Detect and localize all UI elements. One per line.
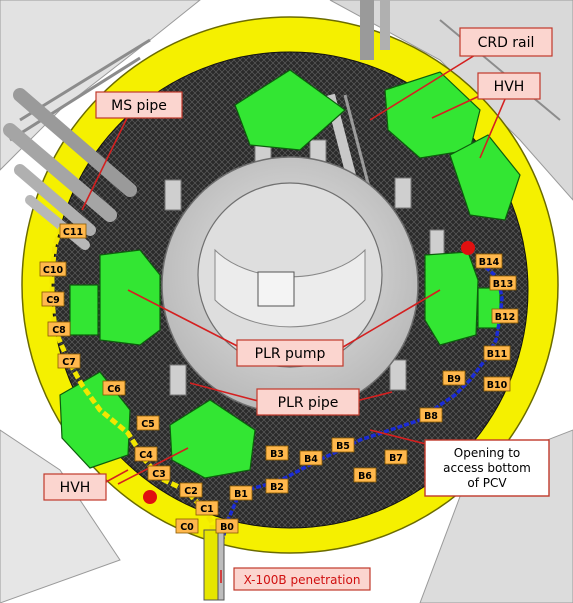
callout-plr-pipe: PLR pipe <box>256 388 360 416</box>
svg-text:B0: B0 <box>220 522 234 533</box>
svg-text:B6: B6 <box>358 471 372 482</box>
marker-b1: B1 <box>229 485 253 501</box>
svg-text:B9: B9 <box>447 374 461 385</box>
svg-text:C6: C6 <box>107 384 121 395</box>
hvh-left-label: HVH <box>60 480 91 496</box>
callout-penetration: X-100B penetration <box>233 567 371 591</box>
callout-hvh-top: HVH <box>477 72 541 100</box>
pedestal-hatch <box>257 271 295 307</box>
marker-c8: C8 <box>47 321 71 337</box>
marker-c10: C10 <box>39 261 67 277</box>
marker-b14: B14 <box>475 253 503 269</box>
plr-pump-label: PLR pump <box>255 346 326 362</box>
svg-text:C4: C4 <box>139 450 153 461</box>
route-markers: C11 C10 C9 C8 C7 C6 C5 C4 C3 C2 C1 C0 B0… <box>39 223 519 534</box>
marker-c5: C5 <box>136 415 160 431</box>
svg-text:C8: C8 <box>52 325 66 336</box>
svg-text:C10: C10 <box>43 265 64 276</box>
marker-b11: B11 <box>483 345 511 361</box>
svg-text:B7: B7 <box>389 453 403 464</box>
svg-text:B5: B5 <box>336 441 350 452</box>
ms-pipe-label: MS pipe <box>111 98 167 114</box>
svg-text:B13: B13 <box>493 279 513 290</box>
callout-opening: Opening to access bottom of PCV <box>424 439 550 497</box>
svg-text:C11: C11 <box>63 227 83 238</box>
marker-b2: B2 <box>265 478 289 494</box>
marker-c2: C2 <box>179 482 203 498</box>
hvh-unit-bottom <box>169 399 256 479</box>
marker-b5: B5 <box>331 437 355 453</box>
marker-c1: C1 <box>195 500 219 516</box>
svg-text:C1: C1 <box>200 504 214 515</box>
marker-b7: B7 <box>384 449 408 465</box>
svg-text:B14: B14 <box>479 257 500 268</box>
marker-c11: C11 <box>59 223 87 239</box>
svg-text:B12: B12 <box>495 312 515 323</box>
callout-hvh-left: HVH <box>43 473 107 501</box>
svg-text:B3: B3 <box>270 449 284 460</box>
marker-c7: C7 <box>57 353 81 369</box>
svg-text:B11: B11 <box>487 349 507 360</box>
hvh-top-label: HVH <box>494 79 525 95</box>
svg-text:C7: C7 <box>62 357 76 368</box>
penetration-label: X-100B penetration <box>244 573 361 587</box>
svg-text:B10: B10 <box>487 380 508 391</box>
svg-text:C2: C2 <box>184 486 198 497</box>
opening-label-line3: of PCV <box>467 476 507 490</box>
svg-text:C9: C9 <box>46 295 60 306</box>
marker-b12: B12 <box>491 308 519 324</box>
marker-b13: B13 <box>489 275 517 291</box>
marker-b4: B4 <box>299 450 323 466</box>
svg-text:B1: B1 <box>234 489 248 500</box>
marker-c3: C3 <box>147 465 171 481</box>
marker-b3: B3 <box>265 445 289 461</box>
marker-b10: B10 <box>483 376 511 392</box>
svg-text:B2: B2 <box>270 482 284 493</box>
marker-b9: B9 <box>442 370 466 386</box>
hvh-unit-top-left <box>234 69 346 151</box>
callout-crd-rail: CRD rail <box>459 27 553 57</box>
svg-text:C5: C5 <box>141 419 155 430</box>
crd-rail-label: CRD rail <box>478 35 535 51</box>
hvh-unit-left <box>59 371 131 469</box>
marker-c6: C6 <box>102 380 126 396</box>
x100b-penetration-pipe <box>203 529 225 601</box>
route-c-line <box>49 224 215 542</box>
plr-pump-left-motor <box>69 284 99 336</box>
svg-text:B4: B4 <box>304 454 318 465</box>
plr-pipe-label: PLR pipe <box>278 395 339 411</box>
marker-c9: C9 <box>41 291 65 307</box>
callout-leaders <box>81 51 509 583</box>
plr-pump-right <box>424 251 479 346</box>
marker-c4: C4 <box>134 446 158 462</box>
callout-ms-pipe: MS pipe <box>95 91 183 119</box>
marker-b0: B0 <box>215 518 239 534</box>
svg-text:C0: C0 <box>180 522 194 533</box>
marker-c0: C0 <box>175 518 199 534</box>
route-b-endpoint <box>461 241 475 255</box>
route-c-endpoint <box>143 490 157 504</box>
hvh-unit-top-right-2 <box>449 134 521 221</box>
marker-b8: B8 <box>419 407 443 423</box>
opening-label-line2: access bottom <box>443 461 531 475</box>
callout-plr-pump: PLR pump <box>236 339 344 367</box>
plr-pump-left <box>99 249 161 346</box>
svg-text:C3: C3 <box>152 469 166 480</box>
opening-label-line1: Opening to <box>454 446 520 460</box>
svg-text:B8: B8 <box>424 411 438 422</box>
marker-b6: B6 <box>353 467 377 483</box>
